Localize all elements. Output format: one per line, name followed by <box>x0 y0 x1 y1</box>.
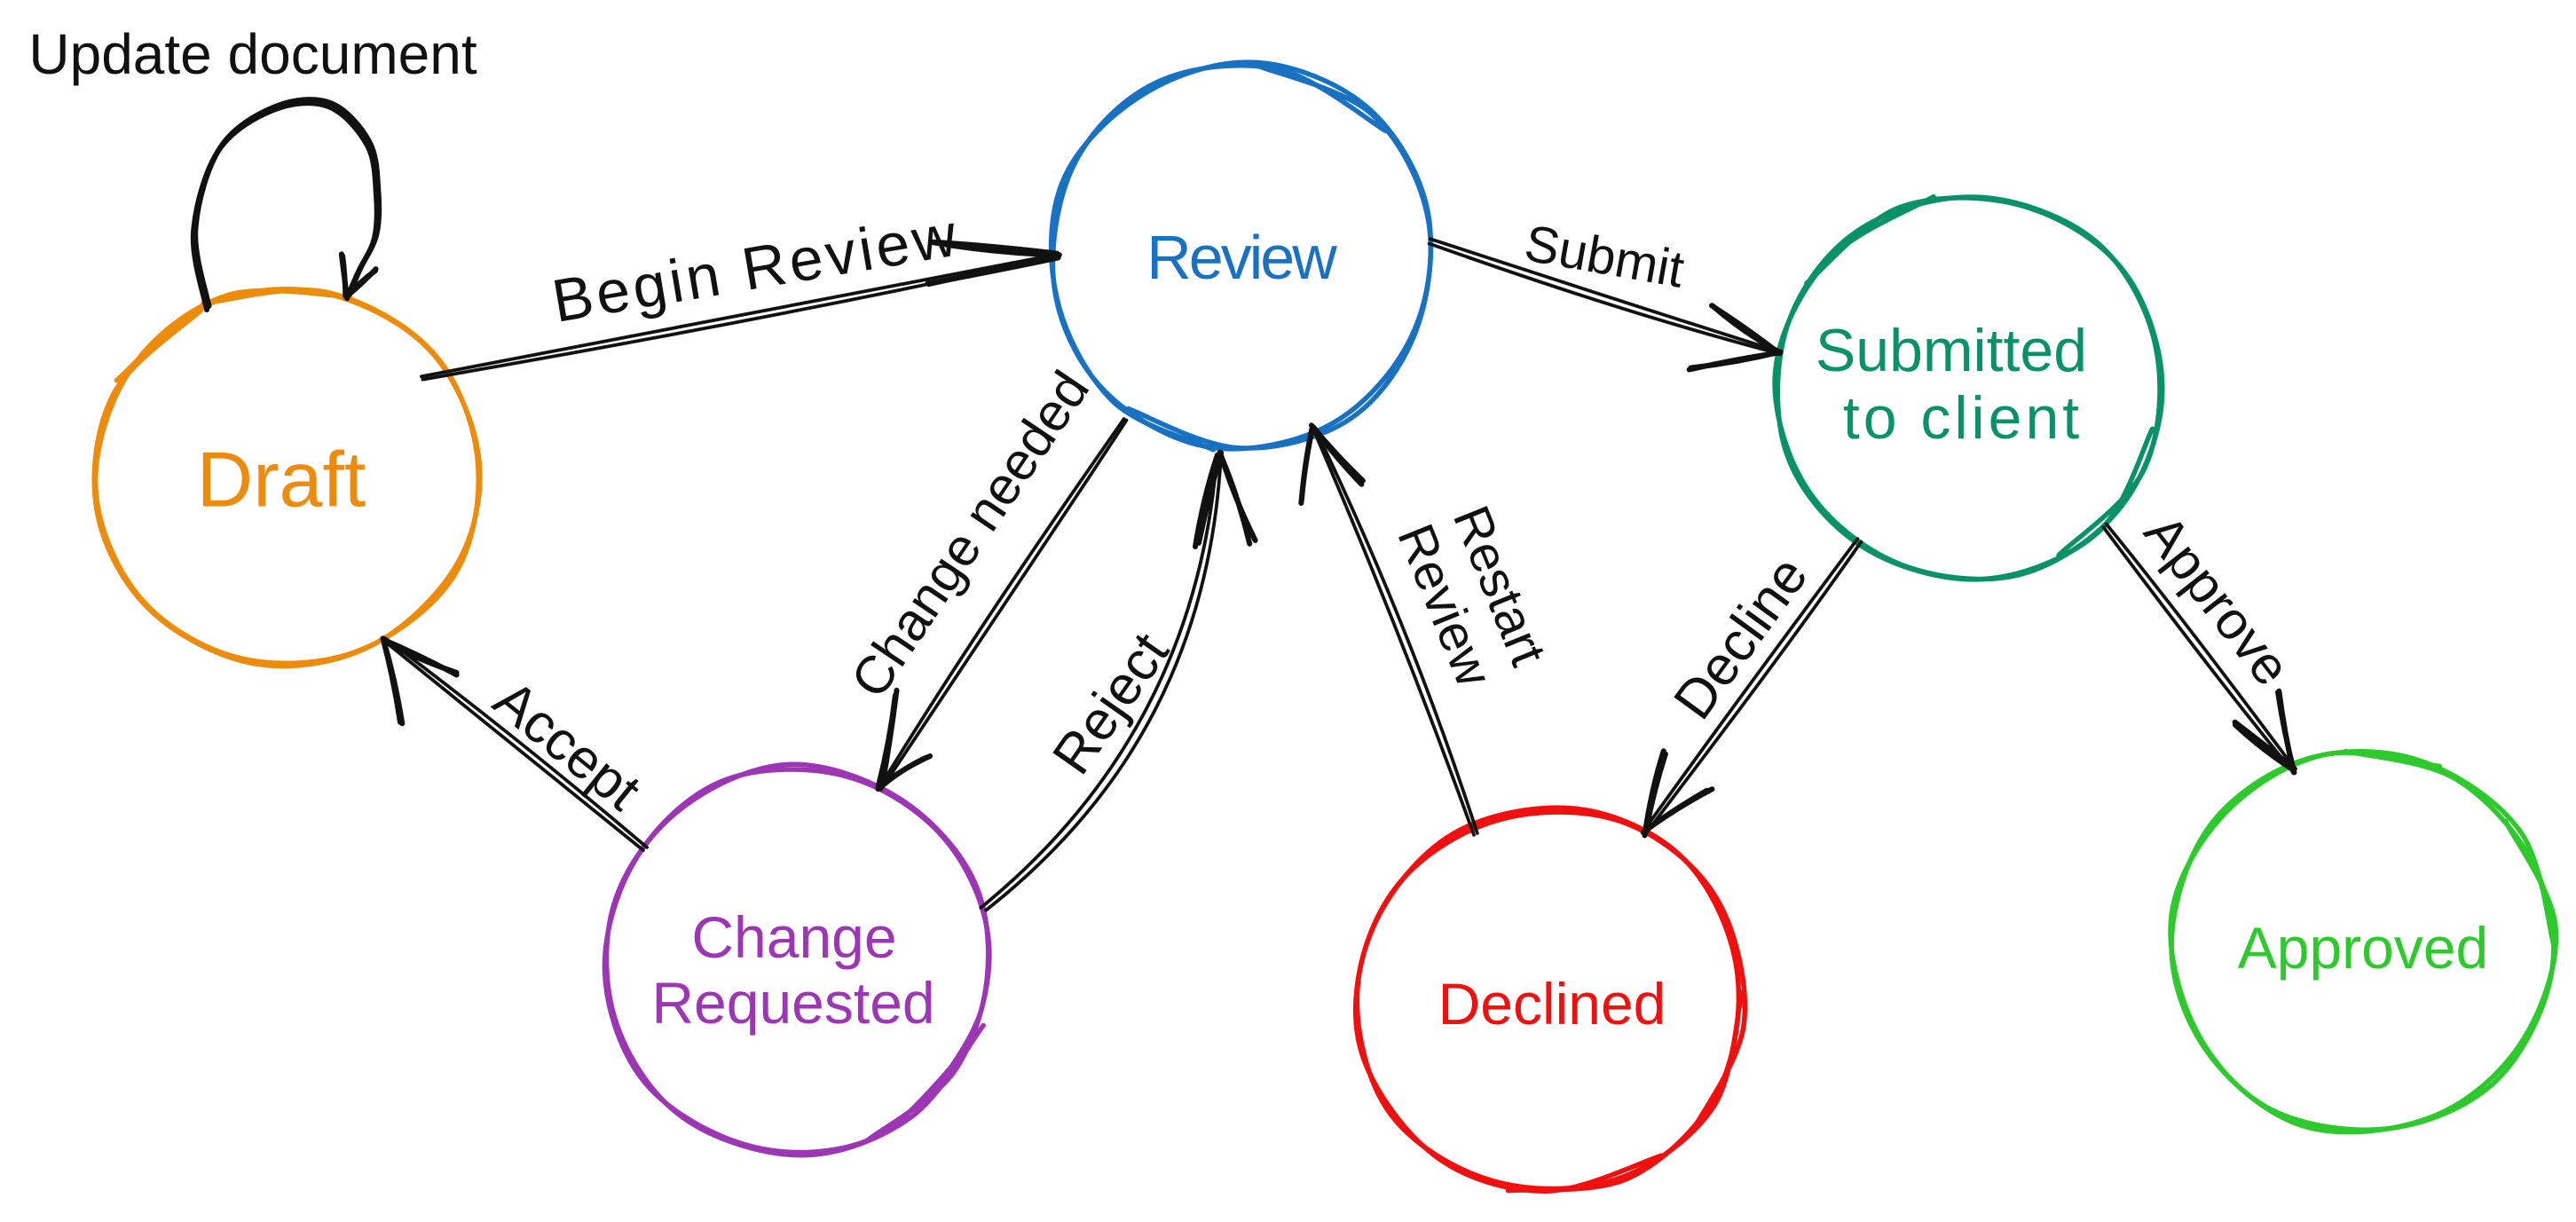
svg-text:to client: to client <box>1843 384 2083 452</box>
svg-text:Accept: Accept <box>483 669 652 823</box>
svg-text:Declined: Declined <box>1438 971 1666 1037</box>
svg-text:Requested: Requested <box>651 970 934 1036</box>
svg-text:Update document: Update document <box>28 22 477 86</box>
svg-text:Begin Review: Begin Review <box>547 201 965 335</box>
svg-text:Submit: Submit <box>1520 214 1688 298</box>
svg-text:Review: Review <box>1146 223 1337 292</box>
svg-text:Draft: Draft <box>197 436 366 524</box>
svg-text:Decline: Decline <box>1662 546 1819 730</box>
svg-text:Change: Change <box>691 904 896 970</box>
svg-text:Approved: Approved <box>2238 915 2489 981</box>
svg-text:Submitted: Submitted <box>1816 317 2087 384</box>
